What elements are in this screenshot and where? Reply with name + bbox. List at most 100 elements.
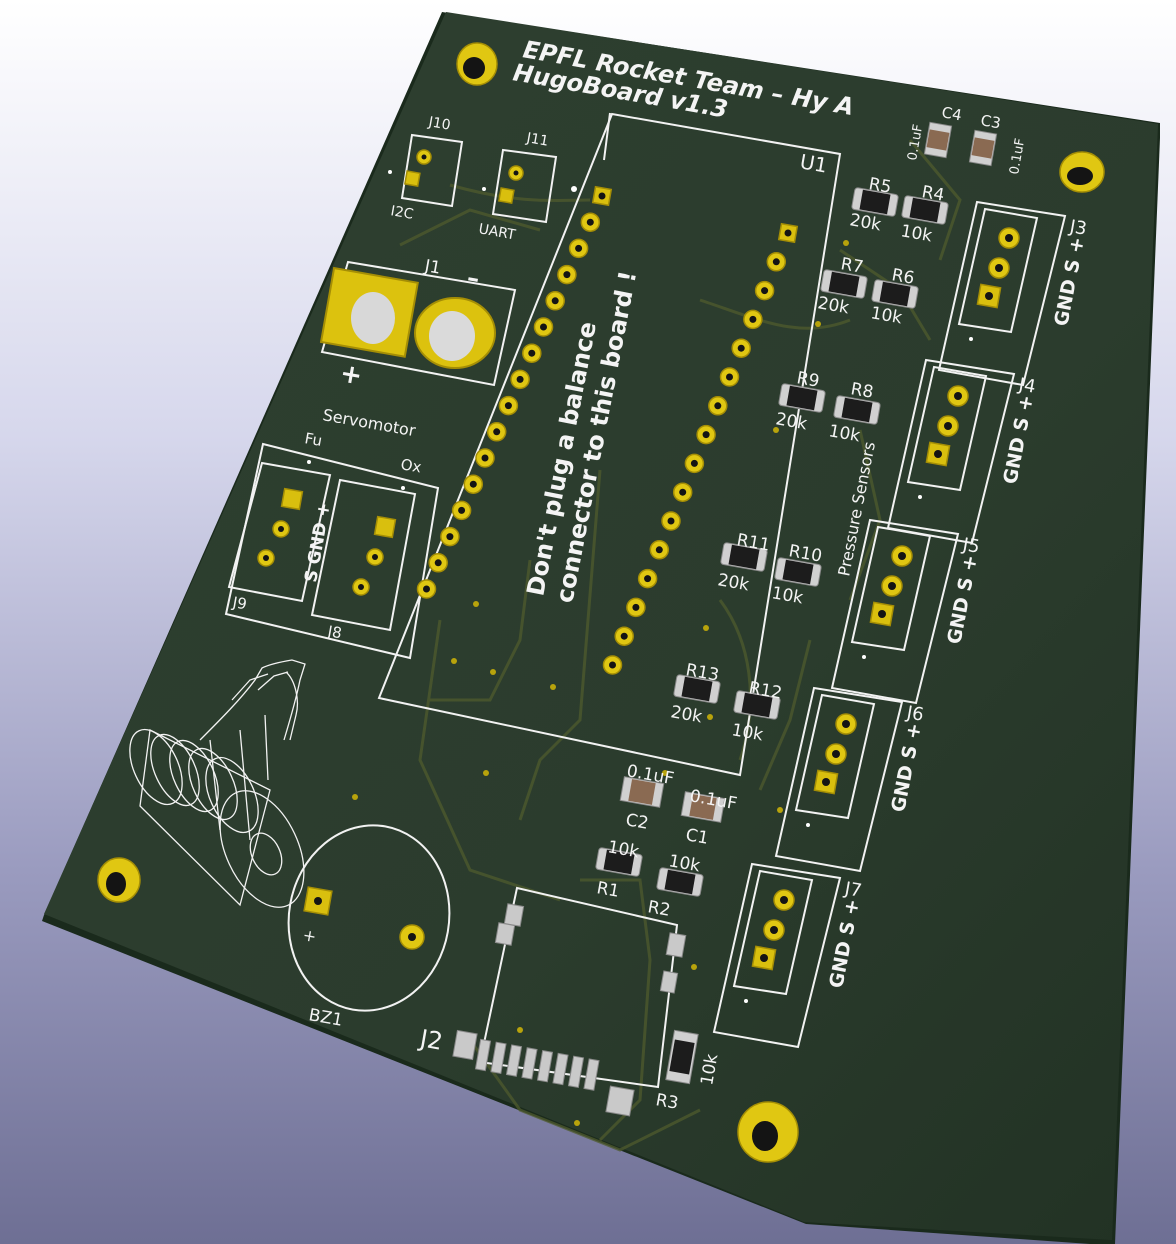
u1-left-pin — [440, 526, 460, 547]
u1-right-pin — [766, 252, 787, 272]
j2-pin — [474, 1038, 492, 1072]
mounting-hole-icon — [97, 857, 141, 903]
j2-pin — [552, 1052, 569, 1086]
module-u1[interactable]: U1 — [377, 112, 842, 777]
u1-right-pin — [754, 280, 775, 301]
u1-left-pin — [533, 317, 554, 337]
r7-ref: R7 — [839, 254, 865, 278]
sensor-ref: J5 — [960, 534, 981, 558]
resistor-r3[interactable]: 10k R3 — [654, 1029, 722, 1114]
sensor-ref: J3 — [1067, 216, 1088, 240]
u1-left-pin — [545, 291, 565, 311]
u1-right-pin — [777, 222, 799, 244]
r4-ref: R4 — [920, 182, 946, 206]
connector-j10[interactable]: J10 I2C — [388, 114, 464, 223]
u1-left-pin — [463, 474, 484, 494]
pcb-board[interactable] — [44, 12, 1158, 1240]
r9-ref: R9 — [795, 368, 821, 392]
u1-right-pin — [684, 453, 705, 474]
u1-right-pin — [637, 568, 658, 589]
j10-ref: J10 — [426, 114, 451, 134]
u1-right-pin — [626, 597, 646, 618]
r6-ref: R6 — [890, 265, 916, 289]
c1-ref: C1 — [684, 825, 710, 849]
mounting-hole-icon — [737, 1101, 799, 1163]
r1-ref: R1 — [595, 878, 621, 902]
connector-j11[interactable]: J11 UART — [477, 130, 558, 243]
j2-pin — [536, 1049, 554, 1083]
j11-label: UART — [477, 221, 517, 243]
copper-traces — [399, 139, 962, 1152]
j10-label: I2C — [389, 203, 414, 223]
u1-right-pin — [708, 396, 728, 416]
r3-ref: R3 — [654, 1090, 680, 1114]
u1-right-pin — [602, 655, 623, 675]
j2-pin — [567, 1055, 585, 1089]
u1-right-pin — [719, 367, 740, 387]
u1-left-pin — [557, 264, 577, 285]
sensor-ref: J4 — [1016, 374, 1037, 398]
u1-right-pin — [649, 540, 670, 560]
u1-left-pin — [498, 395, 519, 416]
rocket-engine-hand-logo — [129, 659, 306, 908]
u1-right-pin — [743, 309, 763, 330]
c3-value: 0.1uF — [1007, 137, 1028, 175]
connector-j1[interactable]: J1 – + — [319, 256, 517, 392]
buzzer-bz1[interactable]: + BZ1 — [274, 813, 464, 1031]
j2-pin — [583, 1058, 600, 1091]
u1-left-pin — [522, 343, 542, 363]
r5-ref: R5 — [867, 174, 893, 198]
c4-ref: C4 — [940, 103, 963, 124]
j9-ref: J9 — [230, 593, 248, 613]
u1-ref: U1 — [798, 149, 829, 177]
r8-ref: R8 — [849, 379, 875, 403]
j8-ref: J8 — [325, 622, 343, 642]
j11-ref: J11 — [524, 130, 549, 150]
u1-left-pin — [475, 448, 495, 468]
u1-left-pin — [451, 500, 472, 521]
j8-pin-label: Ox — [399, 455, 423, 476]
r2-ref: R2 — [646, 897, 672, 921]
vias — [352, 240, 849, 1126]
c2-ref: C2 — [624, 810, 650, 834]
u1-left-pin — [510, 369, 530, 390]
u1-right-pin — [672, 482, 693, 502]
u1-left-pin — [591, 185, 613, 207]
capacitor-c2[interactable]: 0.1uF C2 — [619, 761, 675, 834]
u1-left-pin — [580, 212, 601, 232]
u1-left-pin — [568, 238, 589, 259]
j1-ref: J1 — [422, 256, 442, 279]
j2-pin — [521, 1047, 538, 1080]
sensor-ref: J7 — [842, 878, 863, 902]
u1-left-pin — [416, 579, 437, 599]
c4-value: 0.1uF — [905, 123, 926, 161]
u1-right-pin — [614, 626, 634, 646]
bz1-plus: + — [301, 925, 318, 946]
capacitor-c4[interactable]: C4 0.1uF — [905, 103, 963, 161]
j1-minus: – — [465, 263, 482, 293]
j2-pin — [505, 1044, 523, 1077]
u1-left-pin — [428, 553, 448, 573]
mounting-hole-icon — [456, 42, 498, 86]
capacitor-c3[interactable]: C3 0.1uF — [968, 111, 1028, 176]
u1-left-pin — [486, 422, 507, 442]
u1-right-pin — [696, 424, 716, 445]
j9-pin-label: Fu — [303, 429, 323, 450]
j2-pin — [490, 1041, 507, 1075]
j1-plus: + — [338, 358, 365, 391]
sensor-ref: J6 — [904, 702, 925, 726]
mounting-hole-icon — [1059, 151, 1105, 193]
c3-ref: C3 — [979, 111, 1002, 132]
u1-right-pin — [661, 511, 681, 531]
